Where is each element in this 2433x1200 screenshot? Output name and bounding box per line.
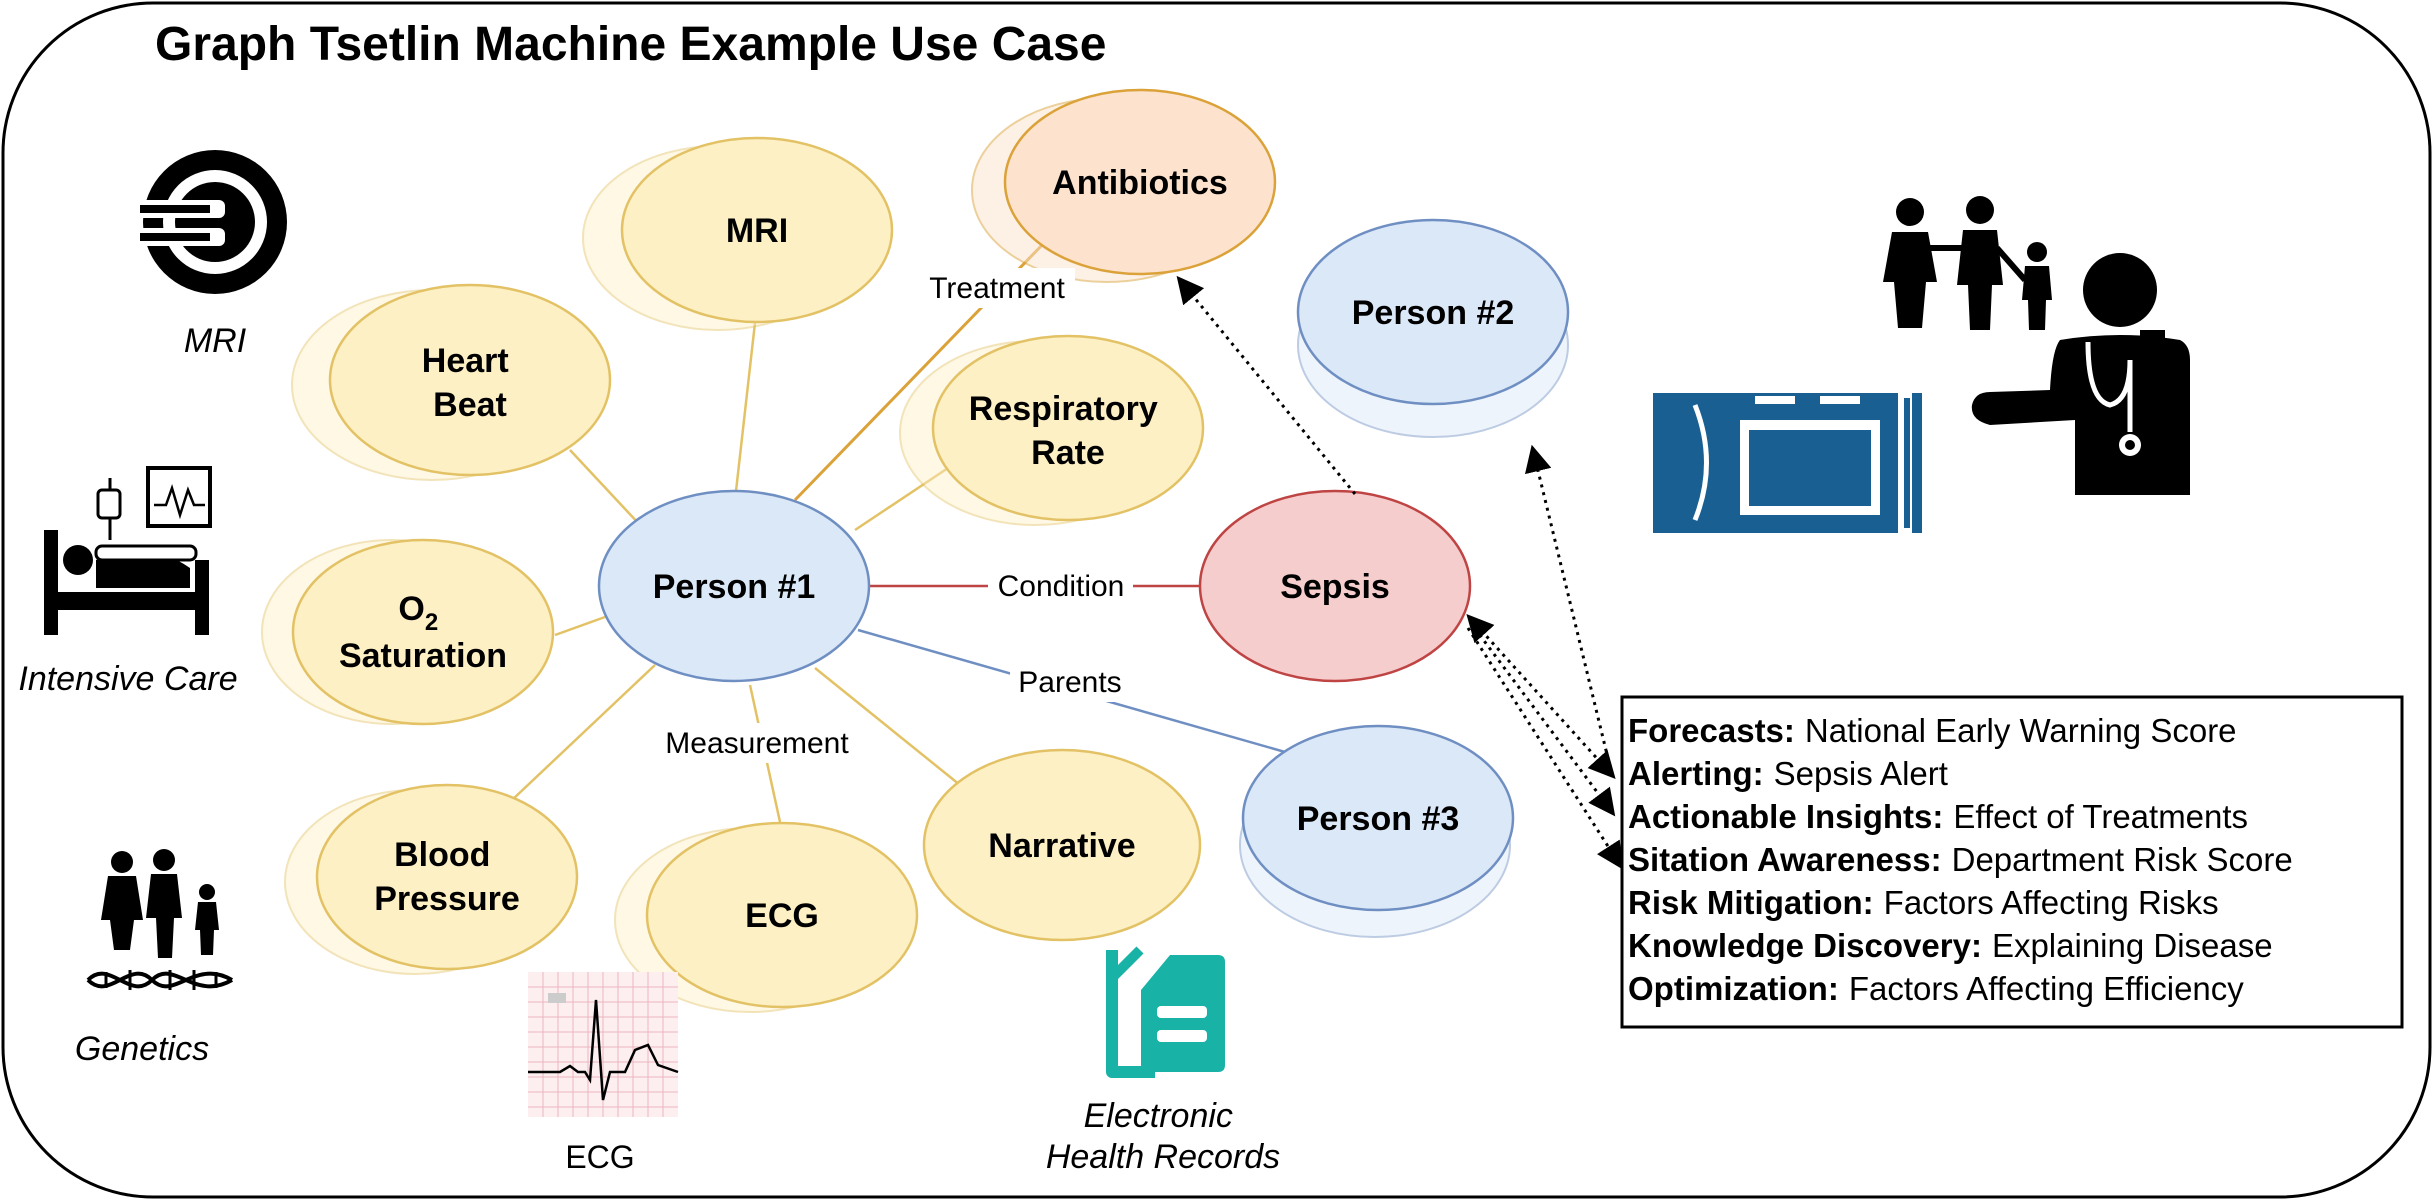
arrow-output-sepsis [1466,613,1616,780]
edge-narrative [814,667,961,786]
source-mri-label: MRI [184,322,247,360]
node-mri: MRI [582,136,894,331]
edge-label-parents: Parents [1018,666,1121,699]
output-optimization: Optimization:Factors Affecting Efficienc… [1628,970,2244,1007]
node-person1: Person #1 [597,489,871,683]
doctor-icon [1971,253,2190,495]
node-narrative-label: Narrative [988,827,1135,865]
edge-label-condition: Condition [998,570,1125,603]
tablet-icon [1653,393,1922,533]
node-blood-pressure-label: Blood Pressure [374,836,520,918]
node-o2-label: O2 Saturation [339,590,507,675]
arrow-output-sepsis-3 [1466,627,1623,870]
health-record-icon [1106,946,1225,1078]
node-o2-saturation: O2 Saturation [261,538,555,726]
output-forecasts: Forecasts:National Early Warning Score [1628,712,2237,749]
edge-label-measurement: Measurement [665,727,849,760]
edge-mri [733,304,759,501]
node-antibiotics-label: Antibiotics [1052,164,1228,202]
node-narrative: Narrative [922,748,1202,942]
edge-o2 [554,615,606,637]
edge-heart-beat [569,449,641,526]
node-ecg-label: ECG [745,897,819,935]
node-person3: Person #3 [1239,724,1515,938]
arrow-sepsis-antibiotics [1176,275,1357,495]
source-ecg-label: ECG [565,1139,634,1175]
output-insights: Actionable Insights:Effect of Treatments [1628,798,2248,835]
genetics-icon [86,849,234,990]
mri-scanner-icon [130,150,287,294]
icu-bed-icon [44,466,212,635]
edge-blood-pressure [511,664,656,801]
ecg-trace-icon [528,972,679,1117]
output-box: Forecasts:National Early Warning Score A… [1620,695,2404,1029]
edge-respiratory [854,458,961,532]
node-person2: Person #2 [1296,218,1570,438]
source-ehr-label: Electronic Health Records [1046,1097,1280,1176]
output-mitigation: Risk Mitigation:Factors Affecting Risks [1628,884,2219,921]
node-person1-label: Person #1 [653,568,816,606]
node-heart-beat: Heart Beat [291,283,612,481]
node-ecg: ECG [614,821,919,1013]
node-mri-label: MRI [726,212,788,250]
node-heart-beat-label: Heart Beat [422,342,518,424]
node-person2-label: Person #2 [1352,294,1515,332]
output-discovery: Knowledge Discovery:Explaining Disease [1628,927,2273,964]
source-genetics-label: Genetics [75,1030,209,1068]
family-icon [1883,196,2052,330]
node-blood-pressure: Blood Pressure [284,783,579,975]
dotted-arrows [1176,275,1623,870]
node-respiratory-rate-label: Respiratory Rate [969,390,1167,472]
output-awareness: Sitation Awareness:Department Risk Score [1628,841,2293,878]
node-antibiotics: Antibiotics [971,88,1277,283]
edge-label-treatment: Treatment [929,272,1065,305]
node-sepsis: Sepsis [1198,489,1472,683]
node-sepsis-label: Sepsis [1280,568,1390,606]
output-alerting: Alerting:Sepsis Alert [1628,755,1948,792]
source-intensive-care-label: Intensive Care [18,660,237,698]
diagram-title: Graph Tsetlin Machine Example Use Case [155,18,1106,71]
node-person3-label: Person #3 [1297,800,1460,838]
node-respiratory-rate: Respiratory Rate [899,334,1205,526]
